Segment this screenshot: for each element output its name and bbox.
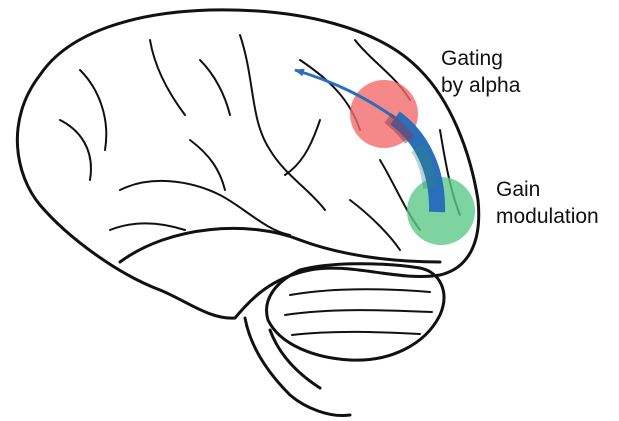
gain-label-line2: modulation	[496, 203, 599, 230]
gating-label: Gating by alpha	[441, 45, 520, 99]
gain-label-line1: Gain	[496, 176, 599, 203]
brain-sulci	[60, 35, 460, 335]
gating-label-line2: by alpha	[441, 72, 520, 99]
gating-label-line1: Gating	[441, 45, 520, 72]
gain-label: Gain modulation	[496, 176, 599, 230]
